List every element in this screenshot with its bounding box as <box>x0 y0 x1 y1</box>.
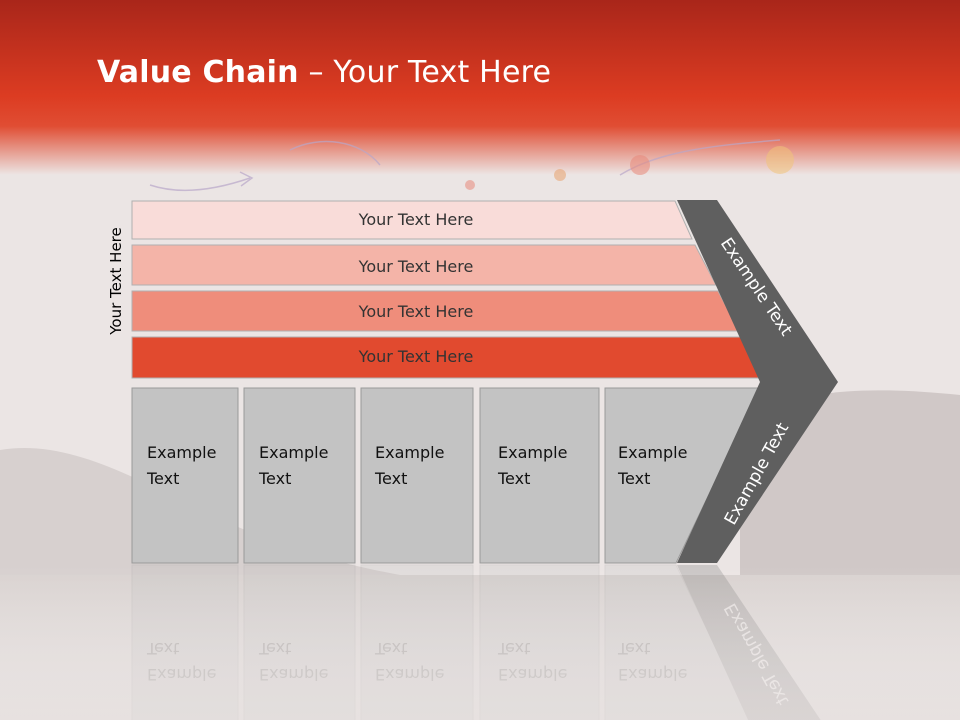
title-rest: – Your Text Here <box>298 55 552 90</box>
box-line-2: Text <box>375 469 408 488</box>
primary-box-2-text: Example Text <box>259 440 328 492</box>
support-row-label: Your Text Here <box>358 347 474 366</box>
box-line-1: Example <box>498 443 568 462</box>
support-row-label: Your Text Here <box>358 210 474 229</box>
primary-box-4-text: Example Text <box>498 440 567 492</box>
box-line-1: Example <box>147 443 217 462</box>
box-line-1: Example <box>375 443 445 462</box>
primary-box-1 <box>131 387 239 564</box>
support-row-4: Your Text Here <box>131 336 764 379</box>
primary-box-3 <box>360 387 474 564</box>
box-line-2: Text <box>259 469 292 488</box>
support-row-2: Your Text Here <box>131 244 717 286</box>
margin-chevron <box>677 200 838 563</box>
support-row-label: Your Text Here <box>358 257 474 276</box>
primary-box-5-text: Example Text <box>618 440 687 492</box>
box-line-1: Example <box>618 443 688 462</box>
box-line-2: Text <box>147 469 180 488</box>
title-bold: Value Chain <box>97 55 299 90</box>
box-line-2: Text <box>498 469 531 488</box>
support-row-3: Your Text Here <box>131 290 740 332</box>
support-row-1: Your Text Here <box>131 200 693 240</box>
primary-box-4 <box>479 387 600 564</box>
primary-box-3-text: Example Text <box>375 440 444 492</box>
box-line-2: Text <box>618 469 651 488</box>
slide-title: Value Chain – Your Text Here <box>97 55 551 90</box>
primary-box-1-text: Example Text <box>147 440 216 492</box>
support-row-label: Your Text Here <box>358 302 474 321</box>
primary-box-5 <box>604 387 761 564</box>
primary-box-2 <box>243 387 356 564</box>
box-line-1: Example <box>259 443 329 462</box>
